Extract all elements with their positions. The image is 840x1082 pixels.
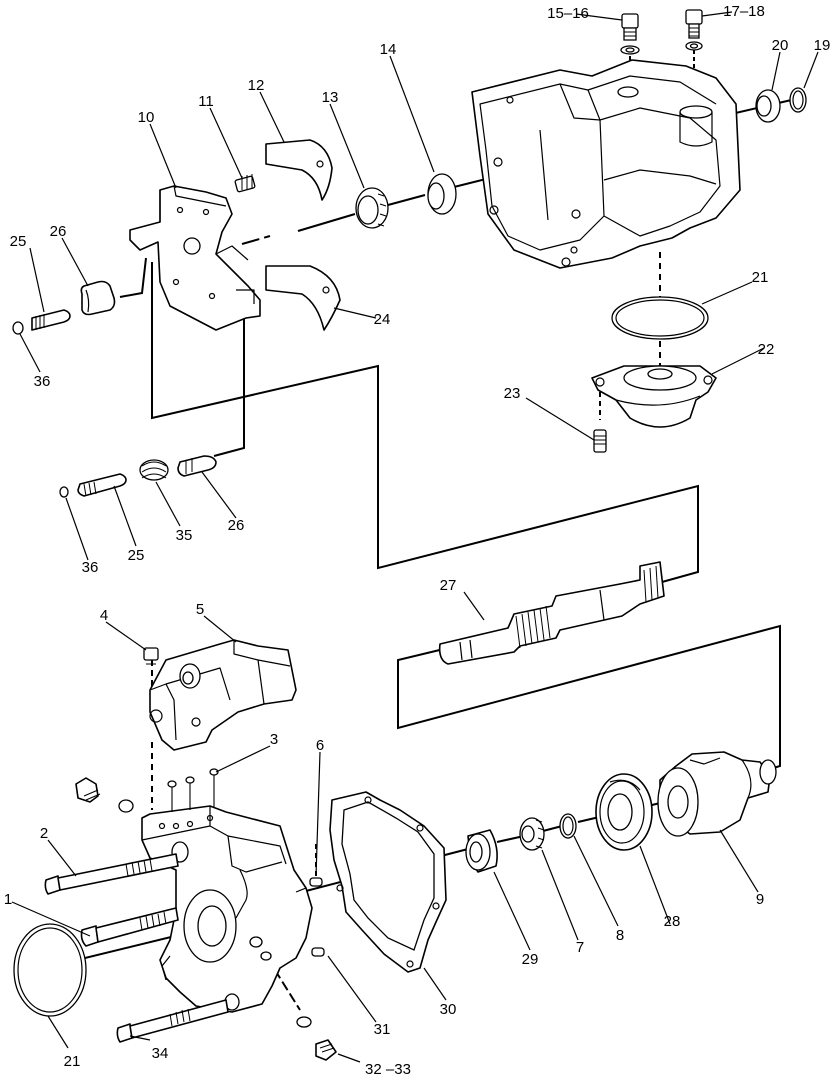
o-ring-21-bottom xyxy=(13,923,87,1017)
callout-30: 30 xyxy=(440,1001,457,1018)
callout-14: 14 xyxy=(380,41,397,58)
callout-5: 5 xyxy=(196,601,204,618)
plug-32-33 xyxy=(296,1016,337,1061)
seal-29 xyxy=(465,829,498,873)
callout-26-mid: 26 xyxy=(228,517,245,534)
callout-29: 29 xyxy=(522,951,539,968)
screw-11 xyxy=(234,174,256,193)
callout-1: 1 xyxy=(4,891,12,908)
callout-11: 11 xyxy=(198,93,214,110)
transmission-housing xyxy=(471,59,741,269)
callout-19: 19 xyxy=(814,37,831,54)
shaft-27 xyxy=(438,561,665,665)
shim-24 xyxy=(265,265,341,331)
screws-3 xyxy=(167,768,219,812)
main-housing xyxy=(141,805,313,1013)
snap-ring-8 xyxy=(559,813,577,839)
callout-25-mid: 25 xyxy=(128,547,145,564)
callout-35: 35 xyxy=(176,527,193,544)
callout-28: 28 xyxy=(664,913,681,930)
callout-25-top: 25 xyxy=(10,233,27,250)
seal-20 xyxy=(755,89,781,123)
shim-12 xyxy=(265,139,333,201)
bolt-23 xyxy=(593,429,607,453)
bearing-28 xyxy=(595,773,653,851)
plug-left xyxy=(75,777,134,813)
callout-4: 4 xyxy=(100,607,108,624)
callout-7: 7 xyxy=(576,939,584,956)
callout-34: 34 xyxy=(152,1045,169,1062)
snap-ring-19 xyxy=(789,87,807,113)
callout-26-top: 26 xyxy=(50,223,67,240)
pin-25-mid xyxy=(77,473,127,497)
callout-6: 6 xyxy=(316,737,324,754)
callout-36-mid: 36 xyxy=(82,559,99,576)
bearing-7 xyxy=(519,817,545,851)
callout-24: 24 xyxy=(374,311,391,328)
sleeve-26-mid xyxy=(177,455,217,477)
bracket-10 xyxy=(129,185,261,331)
callout-31: 31 xyxy=(374,1021,391,1038)
callout-labels: 1 2 3 4 5 6 7 8 9 10 11 12 13 14 15–16 1… xyxy=(4,3,831,1078)
ring-36-mid xyxy=(59,486,69,498)
plug-15-16 xyxy=(620,13,640,55)
callout-2: 2 xyxy=(40,825,48,842)
bolt-34 xyxy=(116,999,229,1043)
cover-22 xyxy=(591,365,717,428)
o-ring-21-top xyxy=(611,296,709,340)
callout-20: 20 xyxy=(772,37,789,54)
spring-35 xyxy=(139,459,169,481)
callout-8: 8 xyxy=(616,927,624,944)
plug-17-18 xyxy=(685,9,703,51)
gasket-30 xyxy=(329,791,447,973)
callout-10: 10 xyxy=(138,109,155,126)
callout-17-18: 17–18 xyxy=(723,3,765,20)
callout-23: 23 xyxy=(504,385,521,402)
drum-9 xyxy=(657,751,777,837)
pin-25-top xyxy=(31,309,71,331)
leader-lines xyxy=(11,11,819,1063)
ring-36-top xyxy=(12,321,24,335)
bolt-2 xyxy=(44,853,179,895)
callout-22: 22 xyxy=(758,341,775,358)
callout-21-bottom: 21 xyxy=(64,1053,81,1070)
valve-body-5 xyxy=(149,639,297,751)
callout-12: 12 xyxy=(248,77,265,94)
callout-15-16: 15–16 xyxy=(547,5,589,22)
callout-36-top: 36 xyxy=(34,373,51,390)
screw-4 xyxy=(143,647,159,665)
seal-14 xyxy=(427,173,457,215)
callout-9: 9 xyxy=(756,891,764,908)
bearing-13 xyxy=(355,187,389,229)
bolt-1 xyxy=(80,907,179,947)
dowel-6 xyxy=(309,877,323,887)
dowel-31 xyxy=(311,947,325,957)
sleeve-26-top xyxy=(80,280,116,316)
callout-32-33: 32 –33 xyxy=(365,1061,411,1078)
callout-13: 13 xyxy=(322,89,339,106)
callout-27: 27 xyxy=(440,577,457,594)
callout-21-top: 21 xyxy=(752,269,769,286)
callout-3: 3 xyxy=(270,731,278,748)
